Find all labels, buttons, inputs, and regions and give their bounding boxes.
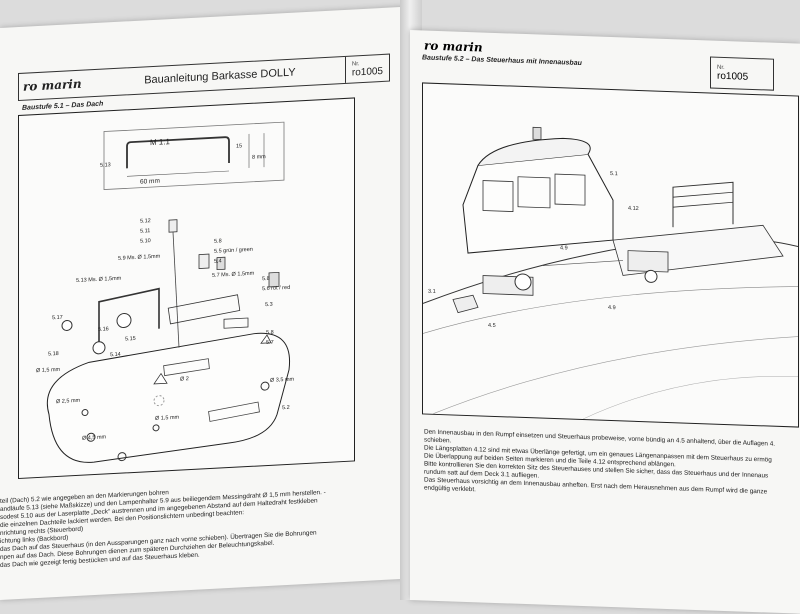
left-header-title: Bauanleitung Barkasse DOLLY xyxy=(144,66,296,87)
height-label-8mm: 8 mm xyxy=(252,154,266,161)
right-drawing-frame xyxy=(422,82,799,428)
part-5-11: 5.11 xyxy=(140,228,151,235)
logo-text: ro marin xyxy=(23,76,82,94)
left-header: ro marin Bauanleitung Barkasse DOLLY Nr.… xyxy=(18,53,390,102)
part-label-5-13-top: 5.13 xyxy=(100,162,111,169)
part-5-2: 5.2 xyxy=(282,404,290,412)
right-page: ro marin Baustufe 5.2 – Das Steuerhaus m… xyxy=(410,30,800,614)
part-5-8-b: 5.8 xyxy=(262,275,270,283)
part-3-1: 3.1 xyxy=(428,288,436,295)
left-instructions: teil (Dach) 5.2 wie angegeben an den Mar… xyxy=(0,477,400,570)
nr-value: ro1005 xyxy=(717,70,749,83)
left-nr-box: Nr. ro1005 xyxy=(344,54,389,83)
diameter-1-5-b: Ø 1,5 mm xyxy=(155,414,180,422)
right-instructions: Den Innenausbau in den Rumpf einsetzen u… xyxy=(424,428,796,505)
length-label: 60 mm xyxy=(140,177,160,186)
left-drawing-frame xyxy=(18,97,355,480)
diameter-4-5: Ø 4,5 mm xyxy=(82,434,107,442)
part-4-9: 4.9 xyxy=(560,245,568,252)
part-5-4: 5.4 xyxy=(214,258,222,265)
part-5-8-c: 5.8 xyxy=(266,329,274,337)
left-logo: ro marin xyxy=(19,76,95,94)
right-logo: ro marin xyxy=(424,38,483,55)
left-page: ro marin Bauanleitung Barkasse DOLLY Nr.… xyxy=(0,6,410,600)
part-4-5: 4.5 xyxy=(488,322,496,329)
part-5-16: 5.16 xyxy=(98,326,109,333)
part-5-15: 5.15 xyxy=(125,335,136,343)
part-5-14: 5.14 xyxy=(110,351,121,359)
right-nr-box: Nr. ro1005 xyxy=(710,56,774,91)
scale-label: M 1:1 xyxy=(150,137,171,148)
part-5-17: 5.17 xyxy=(52,314,63,322)
diameter-1-5: Ø 1,5 mm xyxy=(36,366,61,375)
part-5-10: 5.10 xyxy=(140,238,151,245)
diameter-2-5: Ø 2,5 mm xyxy=(56,397,81,406)
diameter-2: Ø 2 xyxy=(180,376,189,383)
nr-value: ro1005 xyxy=(351,65,383,79)
part-5-3: 5.3 xyxy=(265,301,273,309)
part-5-18: 5.18 xyxy=(48,350,59,358)
part-4-9-b: 4.9 xyxy=(608,304,616,312)
height-label-15: 15 xyxy=(236,143,243,150)
left-section-title: Baustufe 5.1 – Das Dach xyxy=(22,100,104,112)
part-5-8-a: 5.8 xyxy=(214,238,222,245)
part-5-1: 5.1 xyxy=(610,170,618,178)
part-5-7-b: 5.7 xyxy=(266,339,274,347)
wheelhouse-drawing xyxy=(422,126,799,420)
diameter-3-5: Ø 3,5 mm xyxy=(270,376,295,384)
right-section-title: Baustufe 5.2 – Das Steuerhaus mit Innena… xyxy=(422,54,582,68)
roof-exploded-drawing xyxy=(47,121,291,463)
part-4-12: 4.12 xyxy=(628,205,639,212)
part-5-12: 5.12 xyxy=(140,218,151,225)
